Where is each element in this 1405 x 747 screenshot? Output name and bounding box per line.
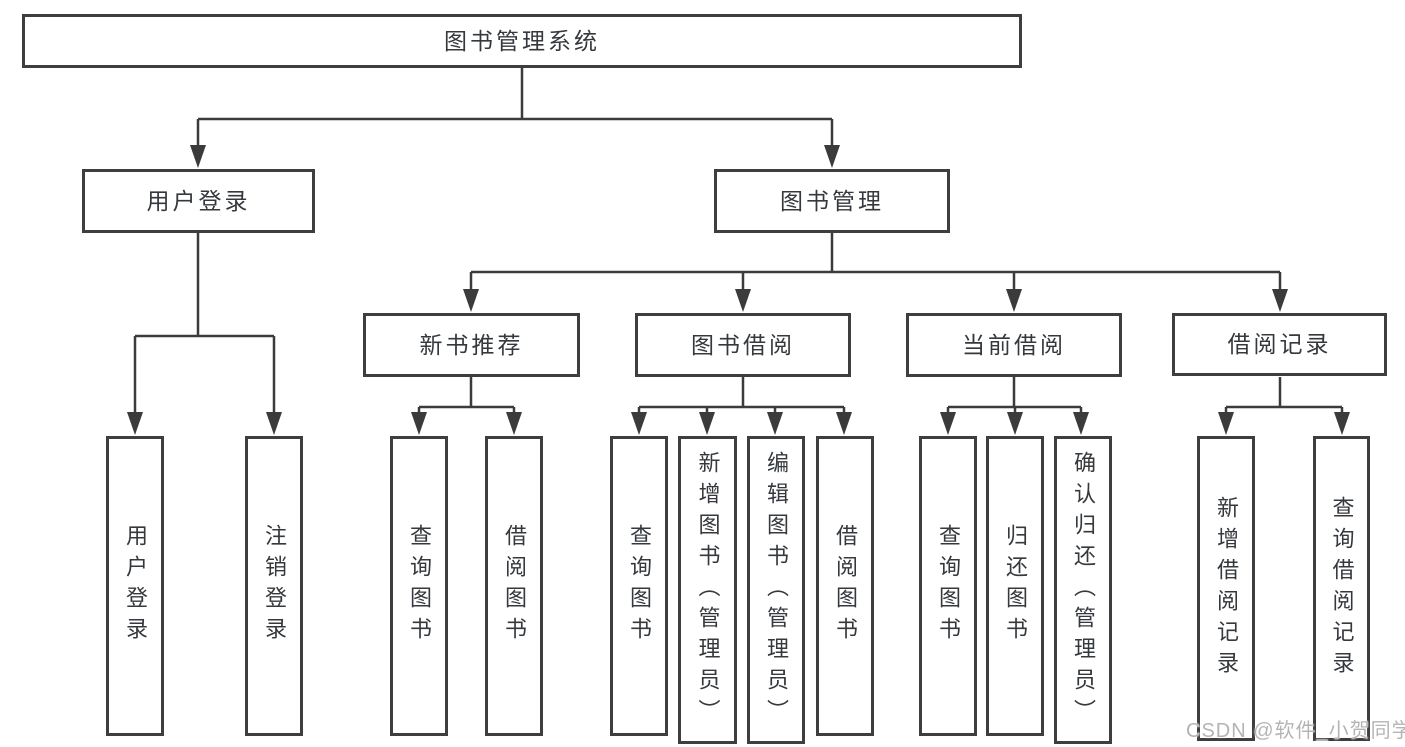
- node-label: 借阅图书: [502, 524, 527, 648]
- node-label: 确认归还（管理员）: [1071, 450, 1096, 730]
- node-book-management-branch: 图书管理: [714, 169, 950, 233]
- node-label: 新增借阅记录: [1214, 495, 1239, 682]
- node-label: 新书推荐: [419, 331, 524, 358]
- leaf-borrow-books-1: 借阅图书: [485, 436, 543, 736]
- node-label: 用户登录: [146, 187, 251, 214]
- leaf-add-books-admin: 新增图书（管理员）: [678, 436, 737, 744]
- node-borrowing-records: 借阅记录: [1172, 313, 1387, 376]
- node-label: 查询图书: [936, 524, 961, 648]
- leaf-query-borrow-record: 查询借阅记录: [1313, 436, 1370, 741]
- node-label: 归还图书: [1003, 524, 1028, 648]
- node-label: 编辑图书（管理员）: [764, 450, 789, 730]
- node-label: 查询图书: [627, 524, 652, 648]
- node-library-management-system: 图书管理系统: [22, 14, 1022, 68]
- node-current-borrowing: 当前借阅: [906, 313, 1122, 377]
- node-user-login-branch: 用户登录: [82, 169, 315, 233]
- node-label: 图书管理系统: [444, 27, 600, 54]
- leaf-confirm-return-admin: 确认归还（管理员）: [1054, 436, 1112, 744]
- leaf-query-books-1: 查询图书: [390, 436, 448, 736]
- leaf-borrow-books-2: 借阅图书: [816, 436, 874, 736]
- node-label: 查询图书: [407, 524, 432, 648]
- node-label: 新增图书（管理员）: [695, 450, 721, 730]
- node-label: 查询借阅记录: [1329, 495, 1355, 682]
- node-new-book-recommendation: 新书推荐: [363, 313, 580, 377]
- leaf-user-login: 用户登录: [106, 436, 164, 736]
- node-book-borrowing: 图书借阅: [635, 313, 851, 377]
- leaf-query-books-2: 查询图书: [610, 436, 668, 736]
- node-label: 借阅记录: [1227, 331, 1332, 357]
- node-label: 当前借阅: [962, 331, 1066, 358]
- node-label: 借阅图书: [833, 524, 858, 648]
- node-label: 注销登录: [262, 524, 287, 648]
- csdn-watermark: CSDN @软件_小贺同学: [1186, 720, 1405, 742]
- leaf-logout: 注销登录: [245, 436, 303, 736]
- node-label: 图书借阅: [691, 331, 795, 358]
- leaf-edit-books-admin: 编辑图书（管理员）: [747, 436, 805, 744]
- leaf-return-books: 归还图书: [986, 436, 1044, 736]
- node-label: 用户登录: [123, 524, 148, 648]
- node-label: 图书管理: [780, 187, 884, 214]
- leaf-query-books-3: 查询图书: [919, 436, 977, 736]
- leaf-add-borrow-record: 新增借阅记录: [1197, 436, 1255, 741]
